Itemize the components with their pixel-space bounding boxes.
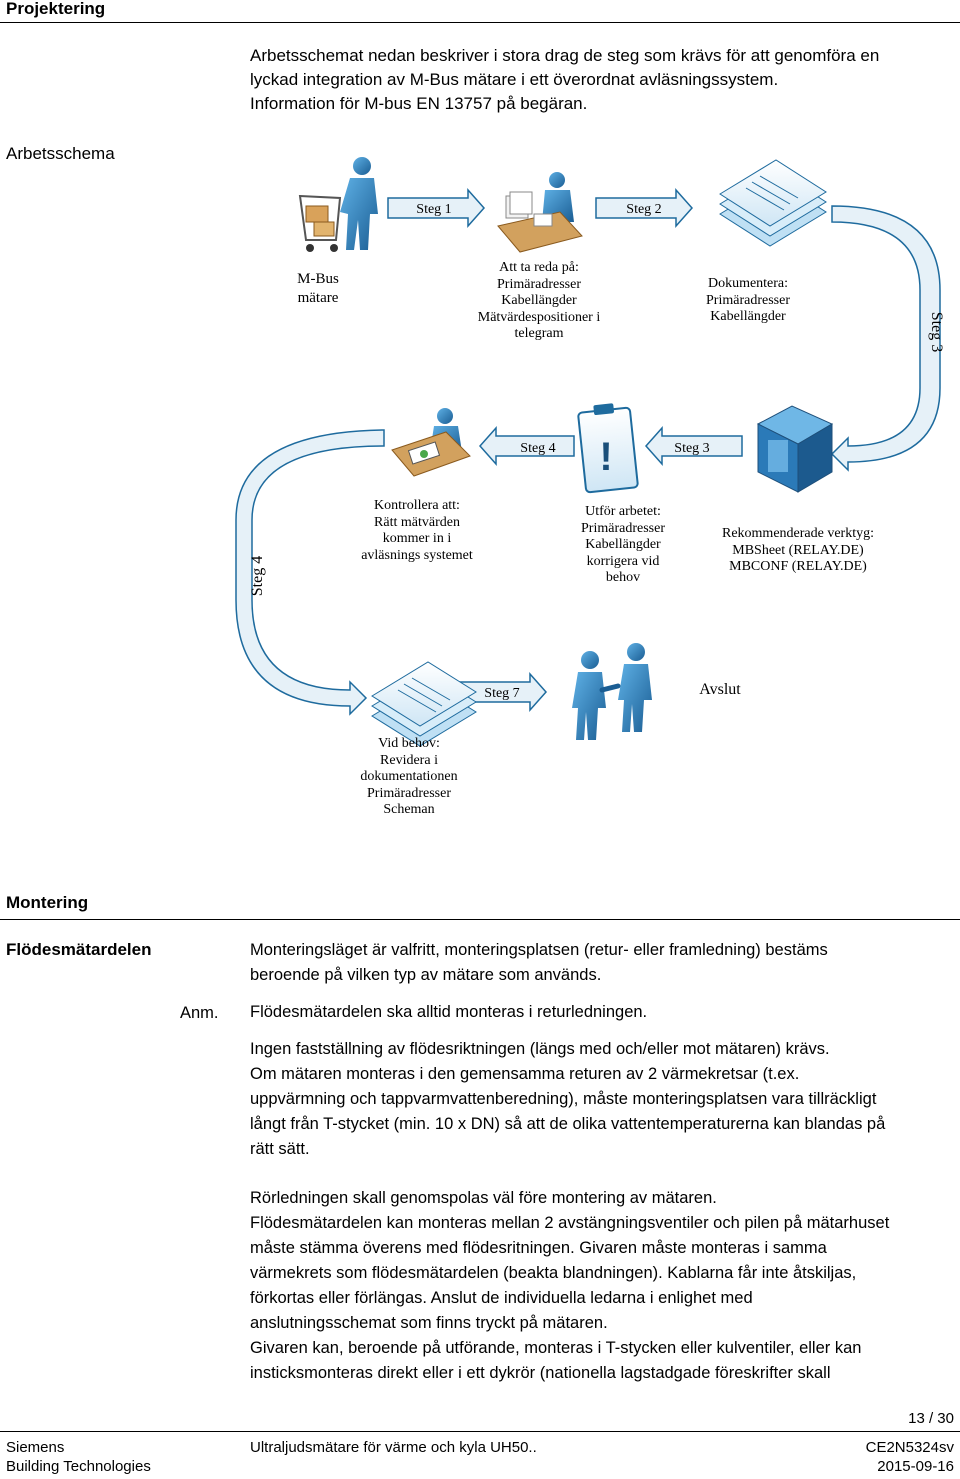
intro-line: Arbetsschemat nedan beskriver i stora dr…: [250, 46, 880, 65]
subsection-title: Flödesmätardelen: [6, 940, 152, 959]
paragraph-1: Monteringsläget är valfritt, monteringsp…: [250, 941, 828, 984]
steg3-arrow: [644, 426, 743, 466]
schema-label: Arbetsschema: [6, 144, 115, 163]
steg4-label: Steg 4: [520, 441, 555, 456]
footer-company: Siemens Building Technologies: [6, 1439, 151, 1475]
footer-doc-title: Ultraljudsmätare för värme och kyla UH50…: [250, 1439, 537, 1456]
person-checking-icon: [391, 408, 471, 477]
header-rule: [0, 22, 960, 23]
steg3-label: Steg 3: [674, 441, 709, 456]
svg-text:!: !: [599, 435, 612, 479]
intro-line: Information för M-bus EN 13757 på begära…: [250, 94, 588, 113]
server-tool-icon: [756, 405, 834, 493]
steg1-arrow: [387, 188, 486, 228]
steg3-curved-arrow: [830, 205, 941, 472]
handshake-icon: [572, 643, 652, 740]
intro-line: lyckad integration av M-Bus mätare i ett…: [250, 70, 779, 89]
avslut-label: Avslut: [699, 681, 741, 698]
footer-rule: [0, 1431, 960, 1432]
person-with-trolley-icon: [298, 157, 378, 252]
steg3-side-label: Steg 3: [928, 312, 945, 352]
steg1-label: Steg 1: [416, 202, 451, 217]
steg2-arrow: [595, 188, 694, 228]
clipboard-warning-icon: !: [577, 403, 639, 494]
person-at-desk-icon: [497, 172, 583, 253]
steg7-label: Steg 7: [484, 686, 519, 701]
section-rule: [0, 919, 960, 920]
steg2-label: Steg 2: [626, 202, 661, 217]
kontrollera-text: Kontrollera att: Rätt mätvärden kommer i…: [361, 498, 473, 563]
document-stack-icon: [719, 159, 827, 247]
paragraph-2: Flödesmätardelen ska alltid monteras i r…: [250, 1003, 648, 1021]
anm-label: Anm.: [180, 1004, 219, 1022]
paragraph-3: Ingen fastställning av flödesriktningen …: [250, 1040, 886, 1158]
vid-behov-text: Vid behov: Revidera i dokumentationen Pr…: [360, 736, 458, 817]
page-header-title: Projektering: [6, 0, 106, 18]
paragraph-4: Rörledningen skall genomspolas väl före …: [250, 1189, 890, 1382]
dokumentera-text: Dokumentera: Primäradresser Kabellängder: [706, 276, 790, 324]
mbus-label: M-Bus mätare: [297, 271, 339, 306]
steg4-curved-arrow: [235, 429, 385, 716]
utfor-text: Utför arbetet: Primäradresser Kabellängd…: [581, 504, 665, 585]
page-number: 13 / 30: [908, 1410, 954, 1427]
intro-paragraph: Arbetsschemat nedan beskriver i stora dr…: [250, 44, 940, 116]
rekommenderade-text: Rekommenderade verktyg: MBSheet (RELAY.D…: [721, 526, 874, 574]
footer-doc-meta: CE2N5324sv 2015-09-16: [865, 1439, 954, 1475]
steg4-side-label: Steg 4: [249, 556, 266, 596]
document-stack-icon-2: [371, 661, 477, 747]
steg4-arrow: [478, 426, 575, 466]
work-schema-diagram: ! Steg 1 Steg 2 Steg 3 Steg 3 Steg 4 Ste…: [235, 157, 945, 747]
section-title-montering: Montering: [6, 893, 89, 912]
att-ta-reda-text: Att ta reda på: Primäradresser Kabelläng…: [477, 260, 601, 341]
